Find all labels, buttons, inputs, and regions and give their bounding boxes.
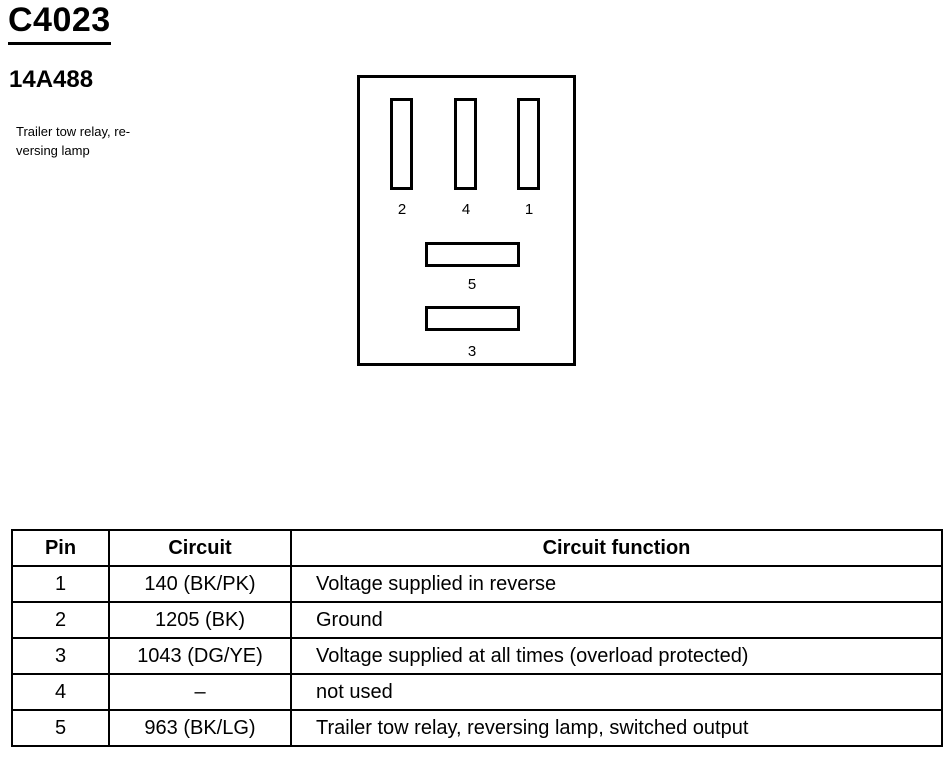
description-line-1: Trailer tow relay, re- bbox=[16, 124, 131, 139]
pin-cavity-1 bbox=[517, 98, 540, 190]
table-row: 5 963 (BK/LG) Trailer tow relay, reversi… bbox=[11, 709, 943, 747]
pin-label-2: 2 bbox=[397, 201, 407, 218]
table-row: 1 140 (BK/PK) Voltage supplied in revers… bbox=[11, 565, 943, 603]
pin-label-4: 4 bbox=[461, 201, 471, 218]
cell-function: Voltage supplied in reverse bbox=[290, 565, 943, 603]
cell-pin: 1 bbox=[11, 565, 110, 603]
pin-label-5: 5 bbox=[467, 276, 477, 293]
pin-label-3: 3 bbox=[467, 343, 477, 360]
cell-pin: 5 bbox=[11, 709, 110, 747]
pin-label-1: 1 bbox=[524, 201, 534, 218]
table-row: 2 1205 (BK) Ground bbox=[11, 601, 943, 639]
connector-description: Trailer tow relay, re- versing lamp bbox=[16, 122, 186, 160]
column-header-circuit: Circuit bbox=[108, 529, 292, 567]
connector-face-diagram: 2 4 1 5 3 bbox=[357, 75, 576, 366]
cell-circuit: 140 (BK/PK) bbox=[108, 565, 292, 603]
cell-pin: 4 bbox=[11, 673, 110, 711]
cell-circuit: – bbox=[108, 673, 292, 711]
pin-cavity-5 bbox=[425, 242, 520, 267]
pin-cavity-4 bbox=[454, 98, 477, 190]
part-number: 14A488 bbox=[9, 66, 94, 93]
cell-circuit: 963 (BK/LG) bbox=[108, 709, 292, 747]
pin-cavity-2 bbox=[390, 98, 413, 190]
cell-pin: 3 bbox=[11, 637, 110, 675]
cell-function: Voltage supplied at all times (overload … bbox=[290, 637, 943, 675]
connector-id-title: C4023 bbox=[8, 2, 111, 45]
cell-circuit: 1043 (DG/YE) bbox=[108, 637, 292, 675]
table-header-row: Pin Circuit Circuit function bbox=[11, 529, 943, 567]
cell-pin: 2 bbox=[11, 601, 110, 639]
column-header-pin: Pin bbox=[11, 529, 110, 567]
table-row: 4 – not used bbox=[11, 673, 943, 711]
pin-table: Pin Circuit Circuit function 1 140 (BK/P… bbox=[11, 529, 943, 747]
cell-circuit: 1205 (BK) bbox=[108, 601, 292, 639]
cell-function: not used bbox=[290, 673, 943, 711]
cell-function: Ground bbox=[290, 601, 943, 639]
cell-function: Trailer tow relay, reversing lamp, switc… bbox=[290, 709, 943, 747]
description-line-2: versing lamp bbox=[16, 143, 90, 158]
pin-cavity-3 bbox=[425, 306, 520, 331]
table-row: 3 1043 (DG/YE) Voltage supplied at all t… bbox=[11, 637, 943, 675]
column-header-circuit-function: Circuit function bbox=[290, 529, 943, 567]
